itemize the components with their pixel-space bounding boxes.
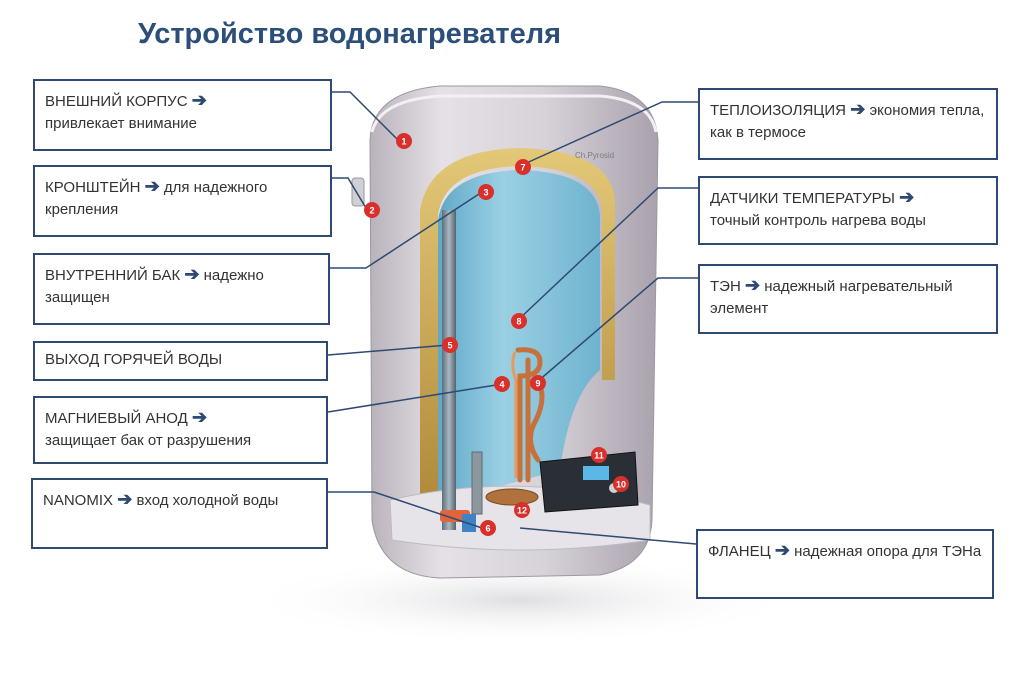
svg-text:6: 6 xyxy=(485,524,490,534)
leader-line-2 xyxy=(332,177,367,209)
inner-tank xyxy=(438,170,600,500)
svg-text:11: 11 xyxy=(594,451,604,461)
arrow-icon: ➔ xyxy=(744,275,761,295)
svg-text:5: 5 xyxy=(447,341,452,351)
callout-description: точный контроль нагрева воды xyxy=(710,212,926,229)
callout-heading: МАГНИЕВЫЙ АНОД xyxy=(45,410,188,427)
marker-8: 8 xyxy=(511,313,527,329)
callout-description: для надежного крепления xyxy=(45,179,268,218)
flange xyxy=(485,488,539,506)
arrow-icon: ➔ xyxy=(144,176,160,196)
marker-5: 5 xyxy=(442,337,458,353)
callout-hot-water-outlet: ВЫХОД ГОРЯЧЕЙ ВОДЫ xyxy=(33,341,328,381)
svg-text:9: 9 xyxy=(535,379,540,389)
callout-heading: ВЫХОД ГОРЯЧЕЙ ВОДЫ xyxy=(45,351,223,368)
svg-text:7: 7 xyxy=(520,163,525,173)
callout-heading: КРОНШТЕЙН xyxy=(45,179,141,196)
callout-magnesium-anode: МАГНИЕВЫЙ АНОД ➔ защищает бак от разруше… xyxy=(33,396,328,464)
leader-line-8 xyxy=(517,187,698,321)
marker-6: 6 xyxy=(480,520,496,536)
page-title: Устройство водонагревателя xyxy=(138,18,562,50)
callout-heading: ВНУТРЕННИЙ БАК xyxy=(45,267,181,284)
callout-thermal-insulation: ТЕПЛОИЗОЛЯЦИЯ ➔ экономия тепла, как в те… xyxy=(698,88,998,160)
callout-heading: NANOMIX xyxy=(43,492,114,509)
leader-lines xyxy=(327,91,698,545)
callout-heading: ВНЕШНИЙ КОРПУС xyxy=(45,93,188,110)
marker-12: 12 xyxy=(514,502,530,518)
callout-description: надежная опора для ТЭНа xyxy=(794,543,982,560)
svg-text:10: 10 xyxy=(616,480,626,490)
hot-water-pipe xyxy=(442,210,456,530)
svg-text:3: 3 xyxy=(483,188,488,198)
callout-description: экономия тепла, как в термосе xyxy=(710,102,985,141)
svg-text:12: 12 xyxy=(517,506,527,516)
callout-nanomix: NANOMIX ➔ вход холодной воды xyxy=(31,478,328,549)
callout-description: защищает бак от разрушения xyxy=(45,432,252,449)
brand-label: Ch.Pyrosid xyxy=(575,151,614,160)
leader-line-5 xyxy=(327,344,449,356)
arrow-icon: ➔ xyxy=(850,99,866,119)
callout-heading: ДАТЧИКИ ТЕМПЕРАТУРЫ xyxy=(710,190,895,207)
arrow-icon: ➔ xyxy=(774,540,790,560)
callout-outer-casing: ВНЕШНИЙ КОРПУС ➔ привлекает внимание xyxy=(33,79,332,151)
callout-heating-element: ТЭН ➔ надежный нагревательный элемент xyxy=(698,264,998,334)
marker-10: 10 xyxy=(613,476,629,492)
magnesium-anode xyxy=(471,451,483,515)
arrow-icon: ➔ xyxy=(184,264,200,284)
leader-line-12 xyxy=(519,527,697,545)
svg-text:4: 4 xyxy=(499,380,504,390)
arrow-icon: ➔ xyxy=(191,90,207,110)
arrow-icon: ➔ xyxy=(899,187,915,207)
arrow-icon: ➔ xyxy=(191,407,208,427)
callout-description: привлекает внимание xyxy=(45,115,197,132)
leader-line-3 xyxy=(330,191,483,269)
svg-text:8: 8 xyxy=(516,317,521,327)
marker-2: 2 xyxy=(364,202,380,218)
marker-1: 1 xyxy=(396,133,412,149)
arrow-icon: ➔ xyxy=(117,489,133,509)
callout-bracket: КРОНШТЕЙН ➔ для надежного крепления xyxy=(33,165,332,237)
callout-inner-tank: ВНУТРЕННИЙ БАК ➔ надежно защищен xyxy=(33,253,330,325)
callout-description: надежный нагревательный элемент xyxy=(710,278,953,317)
marker-11: 11 xyxy=(591,447,607,463)
leader-line-4 xyxy=(327,384,497,413)
callout-heading: ТЕПЛОИЗОЛЯЦИЯ xyxy=(710,102,847,119)
callout-heading: ТЭН xyxy=(710,278,741,295)
display-screen xyxy=(583,466,609,480)
callout-description: вход холодной воды xyxy=(136,492,279,509)
marker-7: 7 xyxy=(515,159,531,175)
svg-text:1: 1 xyxy=(401,137,406,147)
leader-line-7 xyxy=(521,101,698,166)
marker-3: 3 xyxy=(478,184,494,200)
callout-temperature-sensors: ДАТЧИКИ ТЕМПЕРАТУРЫ ➔ точный контроль на… xyxy=(698,176,998,245)
leader-line-9 xyxy=(536,277,698,383)
markers: 1 2 3 4 5 6 7 8 9 10 11 12 xyxy=(364,133,629,536)
callout-heading: ФЛАНЕЦ xyxy=(708,543,771,560)
leader-line-6 xyxy=(328,491,483,529)
marker-9: 9 xyxy=(530,375,546,391)
marker-4: 4 xyxy=(494,376,510,392)
floor-shadow xyxy=(240,555,800,645)
callout-flange: ФЛАНЕЦ ➔ надежная опора для ТЭНа xyxy=(696,529,994,599)
insulation-layer xyxy=(420,148,615,500)
callout-description: надежно защищен xyxy=(45,267,264,306)
svg-text:2: 2 xyxy=(369,206,374,216)
leader-line-1 xyxy=(332,91,399,141)
